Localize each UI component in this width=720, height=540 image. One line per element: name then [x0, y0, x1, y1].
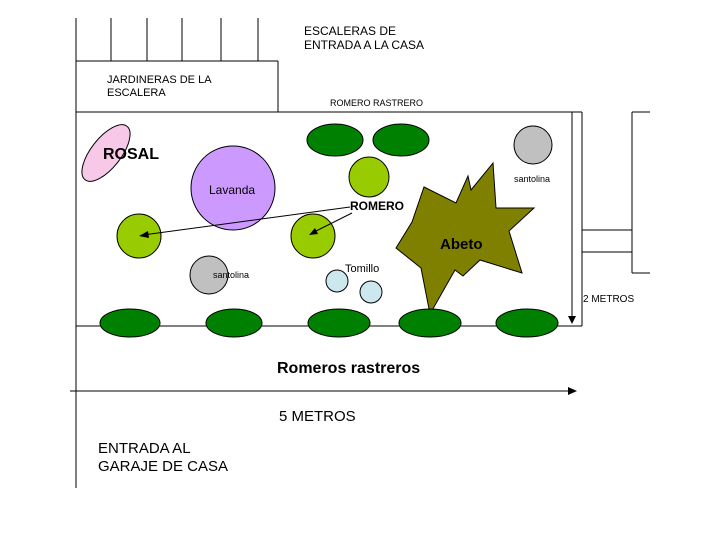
two-meters-arrow [568, 112, 576, 324]
abeto-label: Abeto [440, 236, 483, 253]
tomillo-label: Tomillo [345, 263, 380, 275]
romero-rastrero-plant [306, 123, 364, 157]
romero-pointer-arrows [139, 206, 353, 238]
escaleras-label: ESCALERAS DE ENTRADA A LA CASA [304, 24, 425, 53]
rosal-label: ROSAL [103, 146, 159, 163]
five-meters-arrow [70, 387, 577, 395]
five-meters-label: 5 METROS [279, 408, 356, 425]
two-meters-label: 2 METROS [583, 294, 635, 305]
romero-rastrero-plant [205, 308, 263, 338]
tomillo-plant [325, 269, 349, 293]
romero-rastrero-plant [495, 308, 559, 338]
lavanda-plant [190, 145, 276, 231]
lavanda-label: Lavanda [209, 183, 256, 197]
santolina-plant [189, 255, 229, 295]
romero-rastrero-top-label: ROMERO RASTRERO [330, 98, 424, 108]
santolina-plant [513, 125, 553, 165]
entrada-garaje-label: ENTRADA AL GARAJE DE CASA [98, 440, 229, 475]
tomillo-plant [359, 280, 383, 304]
santolina-left-label: santolina [213, 270, 250, 280]
santolina-right-label: santolina [514, 174, 551, 184]
jardineras-label: JARDINERAS DE LA ESCALERA [107, 74, 212, 99]
romero-rastrero-plant [307, 308, 371, 338]
romero-plant [290, 213, 336, 259]
romeros-rastreros-label: Romeros rastreros [277, 360, 421, 377]
rosal-plant [81, 124, 131, 182]
romero-rastrero-plant [372, 123, 430, 157]
romero-rastrero-plant [99, 308, 161, 338]
romero-label: ROMERO [350, 199, 404, 213]
romero-plant [348, 156, 390, 198]
romero-rastrero-plant [398, 308, 462, 338]
